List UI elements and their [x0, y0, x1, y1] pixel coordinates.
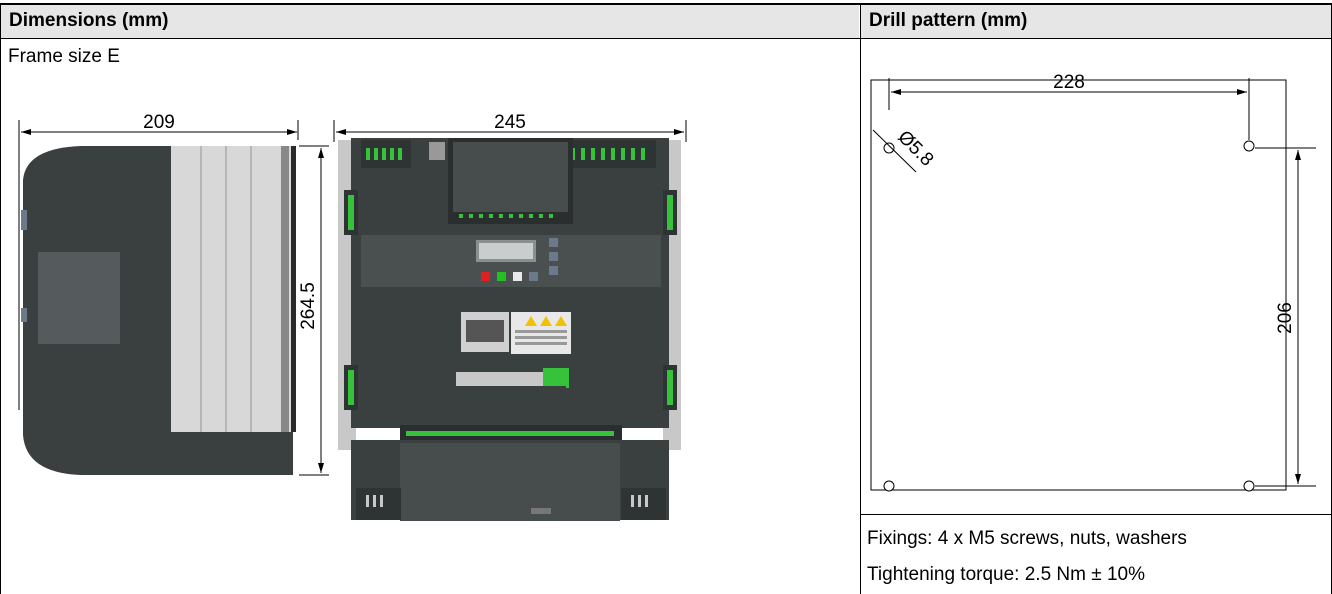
dimension-drawing: 209 264.5	[18, 112, 687, 521]
hole-diameter-value: Ø5.8	[893, 127, 937, 171]
drill-height-value: 206	[1275, 302, 1296, 334]
drill-pattern-drawing: 228 Ø5.8 206	[870, 72, 1316, 492]
fixings-text: Fixings: 4 x M5 screws, nuts, washers	[867, 528, 1187, 549]
drill-height-dimension	[1255, 147, 1316, 487]
side-width-value: 209	[143, 112, 175, 133]
drill-width-dimension	[888, 78, 1250, 140]
drill-caption-divider	[861, 514, 1331, 515]
table-column-divider	[860, 3, 861, 594]
mounting-hole	[883, 142, 895, 154]
mounting-hole	[1243, 480, 1255, 492]
header-drill-pattern: Drill pattern (mm)	[861, 4, 1331, 38]
frame-size-label: Frame size E	[8, 46, 120, 67]
table-header-divider	[0, 38, 1332, 39]
header-dimensions: Dimensions (mm)	[1, 4, 859, 38]
hole-diameter-leader	[872, 129, 917, 173]
height-value: 264.5	[298, 282, 319, 330]
height-dimension	[299, 145, 329, 476]
front-view	[338, 138, 681, 521]
torque-text: Tightening torque: 2.5 Nm ± 10%	[867, 564, 1145, 585]
table-left-border	[0, 3, 1, 594]
table-top-border	[0, 3, 1332, 5]
side-view	[21, 146, 296, 475]
mounting-hole	[1243, 140, 1255, 152]
mounting-outline	[870, 79, 1287, 491]
side-width-dimension	[18, 120, 299, 410]
drill-width-value: 228	[1053, 72, 1085, 93]
front-width-dimension	[333, 120, 687, 142]
mounting-hole	[883, 480, 895, 492]
front-width-value: 245	[494, 112, 526, 133]
